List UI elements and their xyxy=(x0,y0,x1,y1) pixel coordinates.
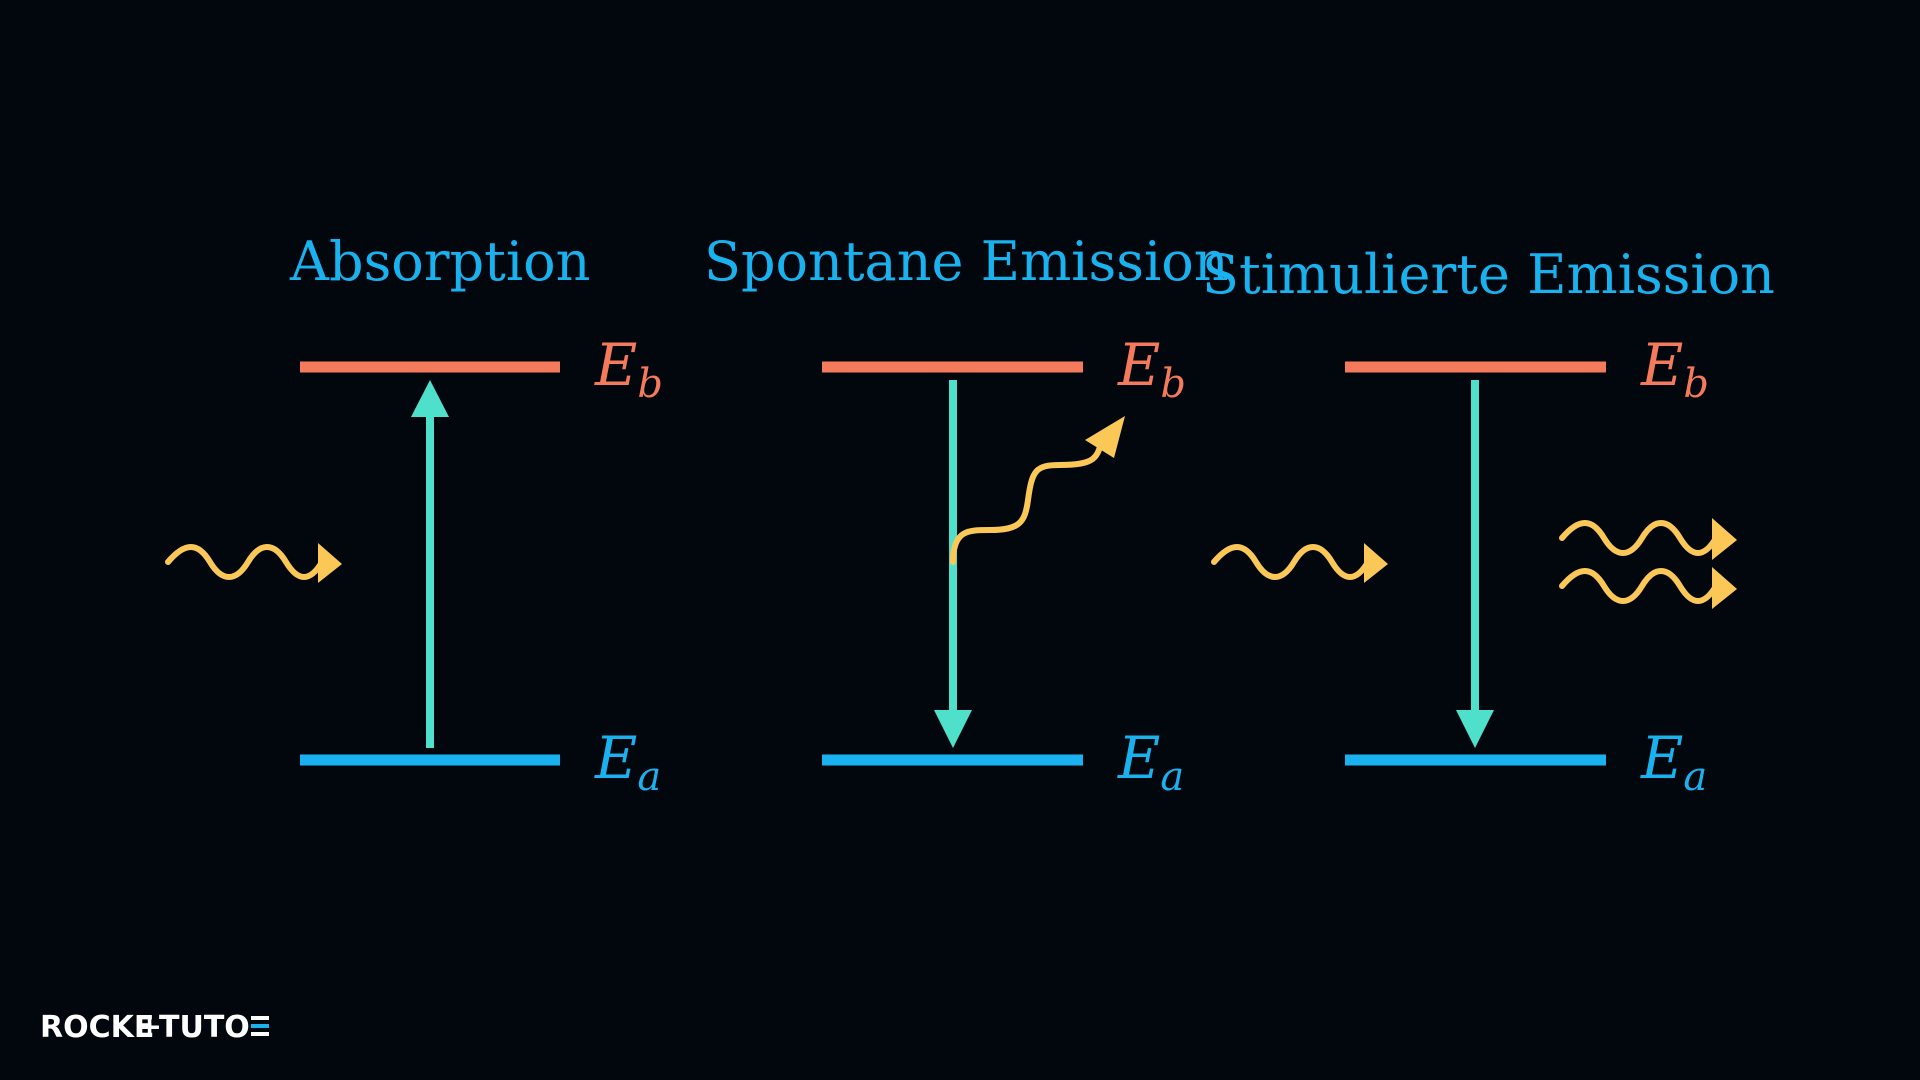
wavy-photon-arrow-icon xyxy=(1559,518,1737,560)
panel-title-absorption: Absorption xyxy=(289,230,590,293)
logo-text-left: ROCKE xyxy=(40,1010,154,1045)
lower-level-label: Ea xyxy=(1640,724,1707,800)
logo-cross: + xyxy=(137,1010,162,1045)
panel-spontaneous-emission: Spontane Emission Eb Ea xyxy=(704,230,1229,800)
panel-title-spontaneous-emission: Spontane Emission xyxy=(704,230,1229,293)
panel-absorption: Absorption Eb Ea xyxy=(165,230,663,800)
logo-text-right: TUTO xyxy=(159,1010,250,1045)
panel-stimulated-emission: Stimulierte Emission Eb Ea xyxy=(1202,243,1775,800)
straight-transition-arrow-icon xyxy=(411,380,449,748)
wavy-photon-arrow-icon xyxy=(950,416,1125,565)
wavy-photon-arrow-icon xyxy=(1559,567,1737,609)
wavy-photon-arrow-icon xyxy=(1211,543,1388,583)
lower-level-label: Ea xyxy=(1117,724,1184,800)
rocket-tutor-logo: ROCKE + TUTO xyxy=(40,1010,269,1045)
wavy-photon-arrow-icon xyxy=(165,543,342,583)
panel-title-stimulated-emission: Stimulierte Emission xyxy=(1202,243,1775,306)
logo-r-icon xyxy=(251,1016,269,1036)
upper-level-label: Eb xyxy=(1640,331,1709,407)
upper-level-label: Eb xyxy=(1117,331,1186,407)
straight-transition-arrow-icon xyxy=(1456,380,1494,748)
lower-level-label: Ea xyxy=(594,724,661,800)
upper-level-label: Eb xyxy=(594,331,663,407)
